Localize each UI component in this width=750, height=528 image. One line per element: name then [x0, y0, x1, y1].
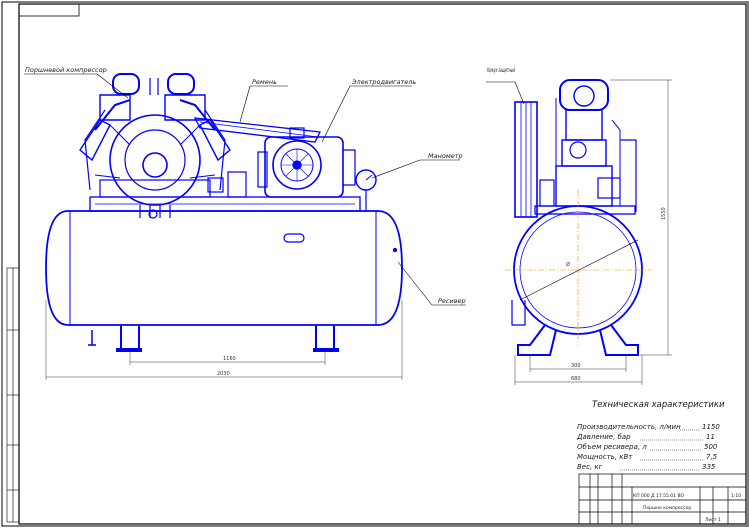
side-dimensions	[514, 79, 672, 385]
diameter-leader	[519, 239, 639, 301]
spec-row-value: 335	[702, 463, 716, 471]
stamp-designation: КП 000 Д 17.55.01 ВО	[633, 493, 685, 499]
title-block	[578, 473, 747, 525]
side-height-dim: 1550	[661, 207, 667, 220]
callout-piston-compressor: Поршневой компрессор	[25, 66, 107, 74]
callout-belt: Ремень	[252, 78, 277, 86]
front-total-length-dim: 2030	[217, 371, 230, 377]
spec-row-value: 7,5	[706, 453, 718, 461]
left-margin-strip	[6, 267, 20, 523]
spec-row-label: Вес, кг	[577, 463, 603, 471]
callout-electric-motor: Электродвигатель	[351, 78, 416, 86]
guard-leader-line	[486, 81, 525, 105]
callout-guard-casing-line1: Кожух защитный	[487, 66, 515, 74]
side-total-width-dim: 680	[571, 376, 581, 382]
spec-row-label: Мощность, кВт	[577, 453, 633, 461]
side-centerlines	[505, 190, 652, 345]
spec-row-label: Производительность, л/мин	[577, 423, 681, 431]
spec-row-value: 1150	[702, 423, 720, 431]
front-left-support	[120, 325, 140, 351]
spec-row-label: Давление, бар	[576, 433, 631, 441]
spec-row-label: Объем ресивера, л	[577, 443, 647, 451]
front-dimensions	[45, 300, 403, 380]
callout-manometer: Манометр	[428, 152, 463, 160]
side-right-leg	[599, 324, 639, 356]
spec-row-value: 500	[704, 443, 718, 451]
stamp-scale: 1:10	[731, 493, 741, 499]
specs-title: Техническая характеристики	[592, 400, 725, 410]
side-support-span-dim: 300	[571, 363, 581, 369]
side-view	[511, 79, 643, 356]
side-left-leg	[517, 324, 557, 356]
electric-motor-drawing	[257, 127, 356, 198]
front-leader-lines	[24, 73, 466, 306]
top-left-stamp-box	[18, 3, 80, 17]
compressor-base	[89, 196, 361, 212]
callout-receiver: Ресивер	[438, 297, 466, 305]
stamp-sheet: Лист 1	[705, 517, 721, 523]
front-view	[45, 73, 403, 352]
tech-specs: Техническая характеристики Производитель…	[576, 400, 725, 471]
spec-row-value: 11	[706, 433, 715, 441]
front-right-support	[315, 325, 335, 351]
front-support-span-dim: 1160	[223, 356, 236, 362]
stamp-name: Поршне компрессор	[643, 505, 691, 511]
drawing-frame	[18, 3, 747, 525]
receiver-handle	[283, 233, 305, 243]
belt-drawing	[193, 117, 321, 143]
receiver-diameter-dim: Ø	[566, 261, 570, 268]
manometer-drawing	[355, 169, 377, 211]
receiver-tank	[45, 210, 403, 326]
